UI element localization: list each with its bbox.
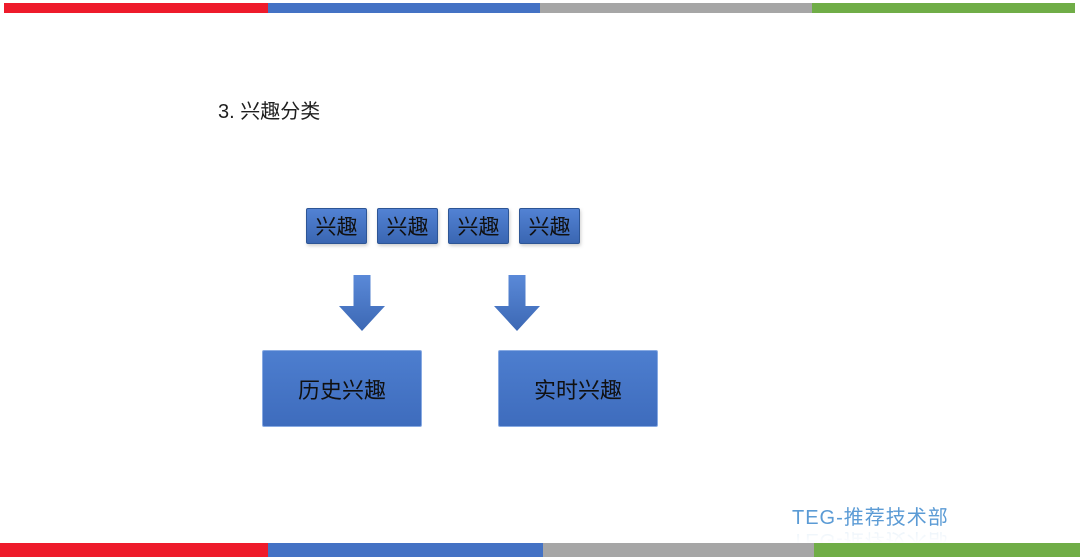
slide-title: 3. 兴趣分类 (218, 101, 321, 123)
bottom-bar-red-segment (0, 543, 268, 557)
bottom-bar-blue-segment (268, 543, 543, 557)
interest-box-label: 兴趣 (528, 216, 571, 239)
top-bar-green-segment (812, 3, 1075, 13)
category-box-realtime-interest: 实时兴趣 (498, 350, 658, 427)
interest-box: 兴趣 (448, 208, 509, 244)
bottom-bar-gray-segment (543, 543, 814, 557)
interest-box-label: 兴趣 (457, 216, 500, 239)
interest-box: 兴趣 (306, 208, 367, 244)
interest-box-label: 兴趣 (386, 216, 429, 239)
top-bar-gray-segment (540, 3, 812, 13)
top-bar-blue-segment (268, 3, 540, 13)
down-arrow-icon (339, 275, 385, 331)
interest-box-label: 兴趣 (315, 216, 358, 239)
down-arrow-icon (494, 275, 540, 331)
interest-box: 兴趣 (377, 208, 438, 244)
interest-box: 兴趣 (519, 208, 580, 244)
top-bar-red-segment (4, 3, 268, 13)
bottom-bar-green-segment (814, 543, 1080, 557)
category-box-history-interest: 历史兴趣 (262, 350, 422, 427)
bottom-accent-bar (0, 543, 1080, 557)
category-box-label: 历史兴趣 (297, 377, 386, 403)
top-accent-bar (4, 3, 1075, 13)
category-box-label: 实时兴趣 (533, 377, 622, 403)
footer-department-label: TEG-推荐技术部 (792, 507, 949, 529)
